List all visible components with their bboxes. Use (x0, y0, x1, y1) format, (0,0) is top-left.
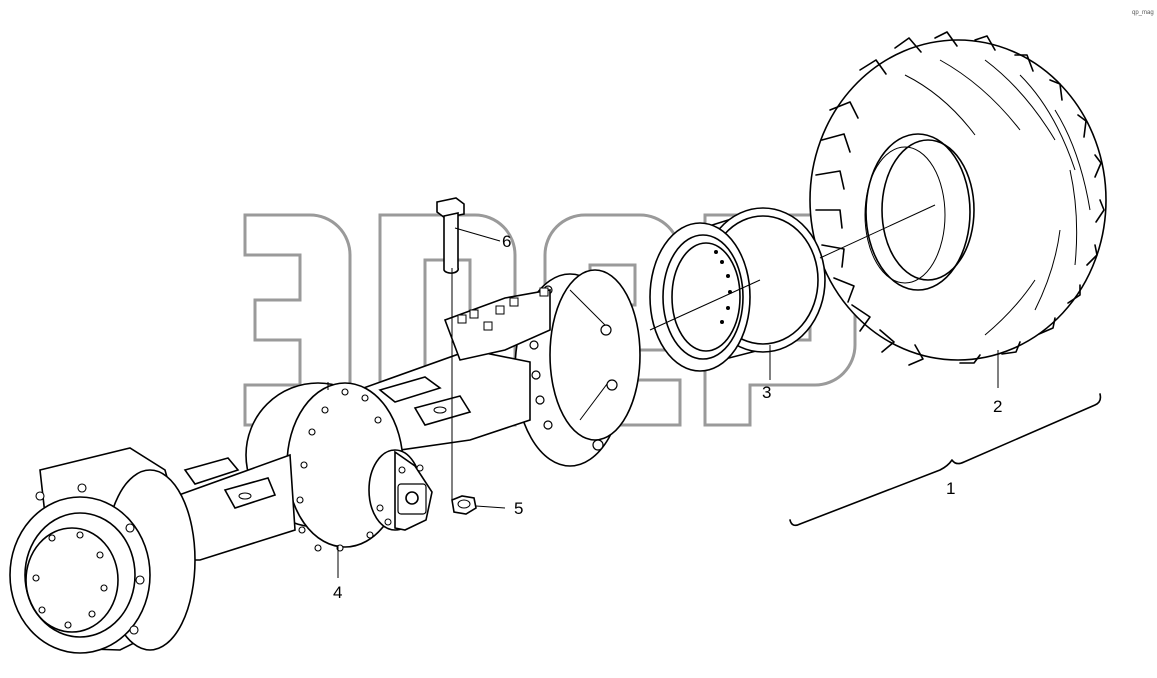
callout-5: 5 (514, 499, 523, 518)
callout-3: 3 (762, 383, 771, 402)
callout-labels: 1 2 3 4 5 6 (333, 232, 1002, 602)
leader-lines (337, 204, 1102, 578)
wheel-rim (649, 207, 826, 372)
callout-4: 4 (333, 583, 342, 602)
nut (451, 495, 506, 515)
bolt (436, 197, 501, 274)
corner-mark: qp_mag (1132, 10, 1154, 16)
callout-1: 1 (946, 479, 955, 498)
tire (809, 31, 1107, 366)
axle-assembly (9, 268, 641, 654)
callout-6: 6 (502, 232, 511, 251)
callout-2: 2 (993, 397, 1002, 416)
